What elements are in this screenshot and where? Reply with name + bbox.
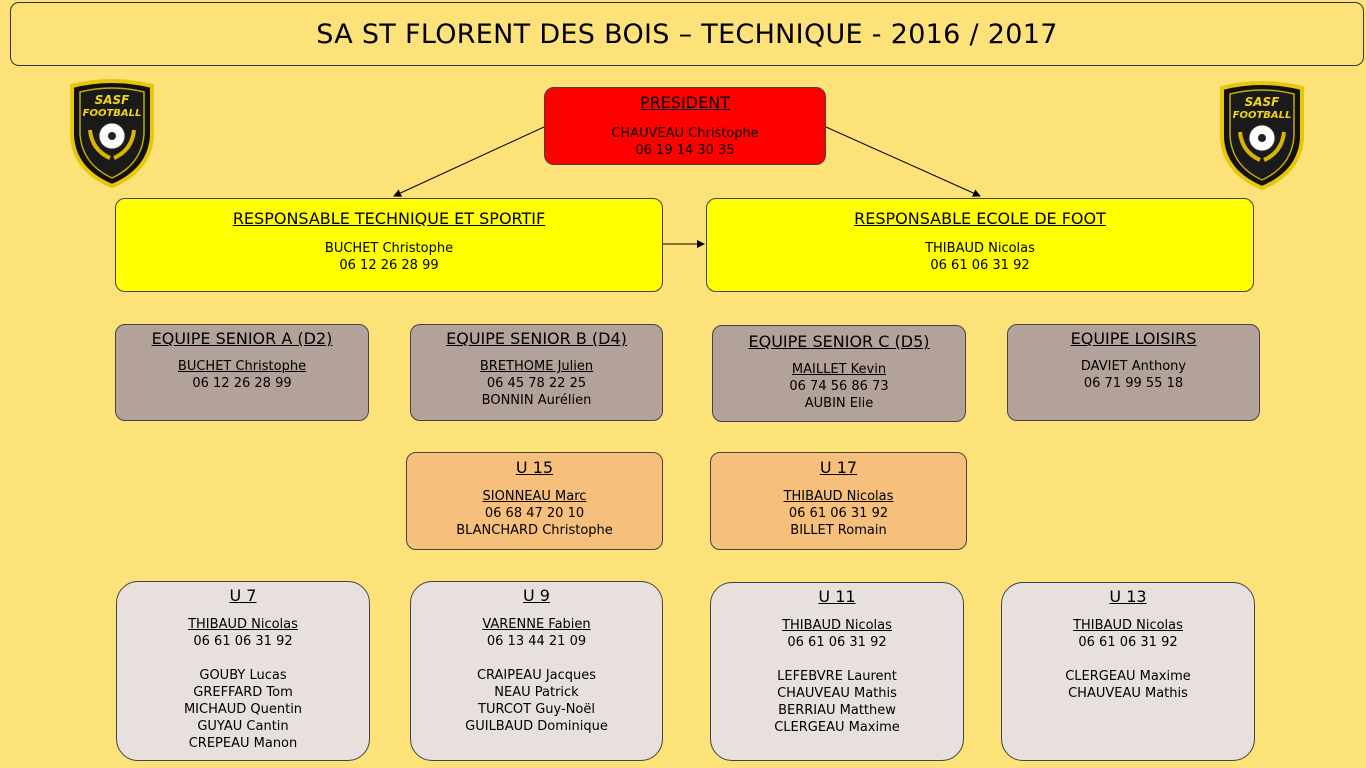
logo-text-line1: SASF bbox=[95, 93, 131, 107]
team-u9-box: U 9 VARENNE Fabien 06 13 44 21 09 CRAIPE… bbox=[410, 581, 663, 761]
team-loisirs-line: DAVIET Anthony bbox=[1080, 359, 1187, 374]
team-u15-line: SIONNEAU Marc bbox=[482, 489, 587, 504]
team-u7-line: CREPEAU Manon bbox=[188, 736, 298, 751]
team-senior-c-box: EQUIPE SENIOR C (D5) MAILLET Kevin 06 74… bbox=[712, 325, 966, 422]
title-bar: SA ST FLORENT DES BOIS – TECHNIQUE - 201… bbox=[10, 2, 1364, 66]
resp-ecole-name: THIBAUD Nicolas bbox=[925, 241, 1035, 256]
team-senior-a-box: EQUIPE SENIOR A (D2) BUCHET Christophe 0… bbox=[115, 324, 369, 421]
logo-text-line2: FOOTBALL bbox=[1233, 110, 1292, 121]
team-senior-b-line: BONNIN Aurélien bbox=[481, 393, 592, 408]
team-u17-box: U 17 THIBAUD Nicolas 06 61 06 31 92 BILL… bbox=[710, 452, 967, 550]
team-u15-line: 06 68 47 20 10 bbox=[484, 506, 585, 521]
team-senior-a-heading: EQUIPE SENIOR A (D2) bbox=[151, 329, 333, 348]
team-loisirs-line: 06 71 99 55 18 bbox=[1083, 376, 1184, 391]
team-loisirs-box: EQUIPE LOISIRS DAVIET Anthony 06 71 99 5… bbox=[1007, 324, 1260, 421]
team-u15-heading: U 15 bbox=[515, 458, 554, 477]
team-u9-line: TURCOT Guy-Noël bbox=[478, 702, 595, 717]
team-u11-line: BERRIAU Matthew bbox=[778, 703, 896, 718]
president-box: PRESIDENT CHAUVEAU Christophe 06 19 14 3… bbox=[544, 87, 826, 165]
team-u13-line: CHAUVEAU Mathis bbox=[1068, 686, 1188, 701]
team-u9-line: VARENNE Fabien bbox=[482, 617, 591, 632]
team-u7-line: GOUBY Lucas bbox=[199, 668, 287, 683]
arrow-president-to-ecole bbox=[825, 126, 981, 197]
team-senior-b-heading: EQUIPE SENIOR B (D4) bbox=[446, 329, 627, 348]
team-u11-box: U 11 THIBAUD Nicolas 06 61 06 31 92 LEFE… bbox=[710, 582, 964, 761]
team-u13-box: U 13 THIBAUD Nicolas 06 61 06 31 92 CLER… bbox=[1001, 582, 1255, 761]
team-u9-heading: U 9 bbox=[523, 586, 550, 605]
team-senior-a-line: 06 12 26 28 99 bbox=[192, 376, 292, 391]
arrow-president-to-technique bbox=[393, 126, 545, 197]
president-name: CHAUVEAU Christophe bbox=[611, 126, 759, 141]
president-phone: 06 19 14 30 35 bbox=[635, 143, 735, 158]
team-u7-box: U 7 THIBAUD Nicolas 06 61 06 31 92 GOUBY… bbox=[116, 581, 370, 761]
resp-ecole-box: RESPONSABLE ECOLE DE FOOT THIBAUD Nicola… bbox=[706, 198, 1254, 292]
resp-technique-heading: RESPONSABLE TECHNIQUE ET SPORTIF bbox=[232, 209, 546, 228]
team-u7-heading: U 7 bbox=[229, 586, 257, 605]
team-u9-line: NEAU Patrick bbox=[494, 685, 579, 700]
team-u13-line: CLERGEAU Maxime bbox=[1065, 669, 1191, 684]
team-senior-b-line: 06 45 78 22 25 bbox=[486, 376, 587, 391]
team-u17-line: THIBAUD Nicolas bbox=[783, 489, 894, 504]
club-logo-right: SASF FOOTBALL bbox=[1220, 81, 1304, 190]
team-senior-a-line: BUCHET Christophe bbox=[177, 359, 307, 374]
team-u15-line: BLANCHARD Christophe bbox=[456, 523, 613, 538]
logo-text-line2: FOOTBALL bbox=[83, 108, 142, 119]
logo-text-line1: SASF bbox=[1245, 95, 1281, 109]
team-u9-line: GUILBAUD Dominique bbox=[465, 719, 608, 734]
team-loisirs-heading: EQUIPE LOISIRS bbox=[1070, 329, 1197, 348]
team-u7-line bbox=[117, 650, 369, 667]
team-senior-c-heading: EQUIPE SENIOR C (D5) bbox=[748, 332, 930, 351]
team-u7-line: GUYAU Cantin bbox=[197, 719, 289, 734]
team-u7-line: MICHAUD Quentin bbox=[183, 702, 303, 717]
resp-ecole-phone: 06 61 06 31 92 bbox=[930, 258, 1030, 273]
team-u17-line: 06 61 06 31 92 bbox=[788, 506, 889, 521]
resp-technique-name: BUCHET Christophe bbox=[324, 241, 454, 256]
team-u7-line: 06 61 06 31 92 bbox=[193, 634, 293, 649]
team-u17-line: BILLET Romain bbox=[790, 523, 887, 538]
team-u11-line: 06 61 06 31 92 bbox=[787, 635, 887, 650]
president-heading: PRESIDENT bbox=[640, 93, 730, 112]
team-u11-line bbox=[711, 651, 963, 668]
team-u9-line: 06 13 44 21 09 bbox=[486, 634, 587, 649]
team-senior-c-line: MAILLET Kevin bbox=[791, 362, 887, 377]
team-u7-line: GREFFARD Tom bbox=[193, 685, 293, 700]
resp-technique-box: RESPONSABLE TECHNIQUE ET SPORTIF BUCHET … bbox=[115, 198, 663, 292]
team-u13-heading: U 13 bbox=[1109, 587, 1147, 606]
team-u9-line bbox=[411, 650, 662, 667]
team-u11-line: LEFEBVRE Laurent bbox=[777, 669, 897, 684]
team-u7-line: THIBAUD Nicolas bbox=[188, 617, 298, 632]
team-u11-heading: U 11 bbox=[818, 587, 856, 606]
team-u13-line: 06 61 06 31 92 bbox=[1078, 635, 1178, 650]
team-u17-heading: U 17 bbox=[819, 458, 858, 477]
page-title: SA ST FLORENT DES BOIS – TECHNIQUE - 201… bbox=[316, 18, 1058, 50]
club-logo-left: SASF FOOTBALL bbox=[70, 79, 154, 188]
team-senior-b-box: EQUIPE SENIOR B (D4) BRETHOME Julien 06 … bbox=[410, 324, 663, 421]
team-u13-line: THIBAUD Nicolas bbox=[1073, 618, 1183, 633]
resp-ecole-heading: RESPONSABLE ECOLE DE FOOT bbox=[854, 209, 1106, 228]
team-u13-line bbox=[1002, 651, 1254, 668]
team-senior-c-line: AUBIN Elie bbox=[804, 396, 874, 411]
team-senior-c-line: 06 74 56 86 73 bbox=[789, 379, 889, 394]
team-u11-line: THIBAUD Nicolas bbox=[782, 618, 892, 633]
team-u11-line: CLERGEAU Maxime bbox=[774, 720, 900, 735]
team-senior-b-line: BRETHOME Julien bbox=[479, 359, 594, 374]
team-u15-box: U 15 SIONNEAU Marc 06 68 47 20 10 BLANCH… bbox=[406, 452, 663, 550]
resp-technique-phone: 06 12 26 28 99 bbox=[339, 258, 439, 273]
team-u9-line: CRAIPEAU Jacques bbox=[476, 668, 597, 683]
team-u11-line: CHAUVEAU Mathis bbox=[777, 686, 897, 701]
